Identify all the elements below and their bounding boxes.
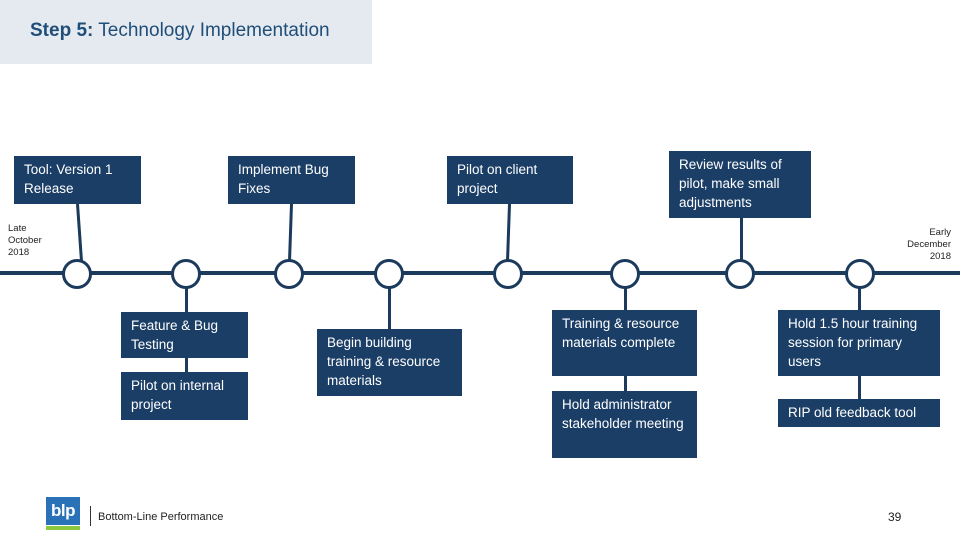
connector <box>740 218 743 262</box>
step-title: Technology Implementation <box>98 20 330 41</box>
milestone-box: Review results of pilot, make small adju… <box>669 151 811 218</box>
timeline-node <box>610 259 640 289</box>
connector <box>76 203 84 262</box>
title-band: Step 5: Technology Implementation <box>0 0 372 64</box>
end-date: Early December 2018 <box>907 227 951 262</box>
milestone-box: RIP old feedback tool <box>778 399 940 427</box>
timeline-node <box>62 259 92 289</box>
milestone-box: Feature & Bug Testing <box>121 312 248 358</box>
milestone-box: Begin building training & resource mater… <box>317 329 462 396</box>
timeline-line <box>0 271 960 275</box>
timeline-node <box>493 259 523 289</box>
logo-stripe <box>46 526 80 530</box>
connector <box>185 358 188 372</box>
milestone-box: Training & resource materials complete <box>552 310 697 376</box>
connector <box>858 286 861 310</box>
page-number: 39 <box>888 510 902 524</box>
company-logo: blp <box>46 497 80 531</box>
timeline-node <box>845 259 875 289</box>
timeline-node <box>171 259 201 289</box>
milestone-box: Pilot on client project <box>447 156 573 204</box>
connector <box>388 286 391 329</box>
milestone-box: Hold administrator stakeholder meeting <box>552 391 697 458</box>
footer-divider <box>90 506 91 526</box>
page-title: Step 5: Technology Implementation <box>30 20 330 42</box>
timeline-node <box>274 259 304 289</box>
timeline-node <box>725 259 755 289</box>
milestone-box: Pilot on internal project <box>121 372 248 420</box>
connector <box>624 286 627 310</box>
milestone-box: Hold 1.5 hour training session for prima… <box>778 310 940 376</box>
connector <box>185 286 188 312</box>
connector <box>858 376 861 400</box>
connector <box>287 203 293 263</box>
timeline-node <box>374 259 404 289</box>
connector <box>505 203 511 263</box>
start-date: Late October 2018 <box>8 223 42 258</box>
step-label: Step 5: <box>30 20 94 41</box>
milestone-box: Implement Bug Fixes <box>228 156 355 204</box>
connector <box>624 376 627 391</box>
footer-company: Bottom-Line Performance <box>98 511 224 523</box>
logo-mark: blp <box>46 497 80 525</box>
milestone-box: Tool: Version 1 Release <box>14 156 141 204</box>
